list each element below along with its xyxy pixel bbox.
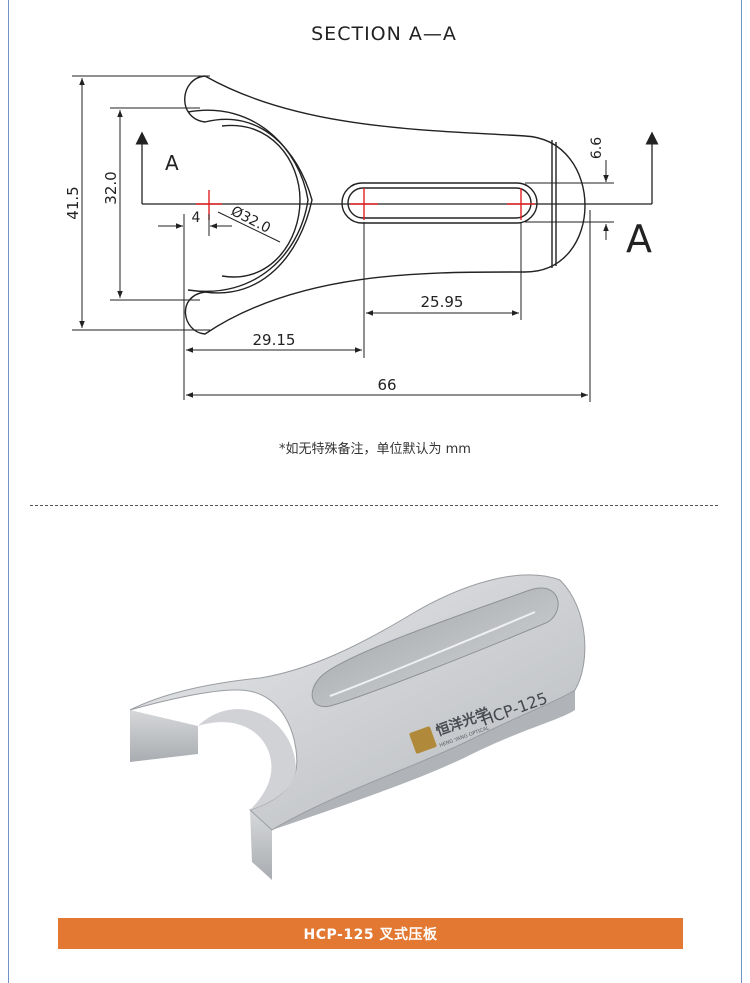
- fork-clamp-body: [129, 574, 586, 880]
- dim-overall-length: [186, 210, 591, 402]
- dim-fork-offset-label: 4: [192, 210, 201, 226]
- section-marker-right: A: [626, 217, 652, 261]
- dim-overall-length-label: 66: [377, 376, 396, 394]
- dim-bore-diameter: [217, 211, 281, 243]
- product-photo: 恒洋光学 HENG YANG OPTICAL HCP-125: [129, 574, 586, 880]
- dim-center-to-slot: [183, 230, 365, 400]
- brand-logo: [409, 726, 437, 754]
- dim-slot-length: [363, 222, 522, 320]
- dim-center-to-slot-label: 29.15: [253, 331, 296, 349]
- right-border-line: [741, 0, 742, 983]
- center-mark-slot-left: [350, 188, 378, 220]
- product-title-banner: HCP-125 叉式压板: [58, 918, 683, 949]
- dim-overall-height: [72, 75, 210, 331]
- section-line: [135, 131, 659, 205]
- dim-inner-height: [110, 107, 200, 301]
- dim-bore-diameter-label: Ø32.0: [228, 203, 273, 236]
- dashed-divider: [30, 505, 718, 506]
- left-border-line: [8, 0, 9, 983]
- unit-note: *如无特殊备注，单位默认为 mm: [279, 442, 471, 457]
- dim-inner-height-label: 32.0: [102, 171, 120, 204]
- part-outline: [184, 75, 586, 335]
- section-title: SECTION A—A: [311, 23, 457, 45]
- dim-overall-height-label: 41.5: [64, 186, 82, 219]
- center-mark-slot-right: [507, 188, 535, 220]
- dim-fork-offset: [158, 214, 232, 236]
- dim-top-offset-label: 6.6: [589, 137, 605, 159]
- dim-top-offset: [525, 160, 614, 240]
- technical-drawing: SECTION A—A A A 41.5 32.0: [64, 23, 659, 402]
- section-marker-left: A: [165, 151, 179, 175]
- dim-slot-length-label: 25.95: [421, 293, 464, 311]
